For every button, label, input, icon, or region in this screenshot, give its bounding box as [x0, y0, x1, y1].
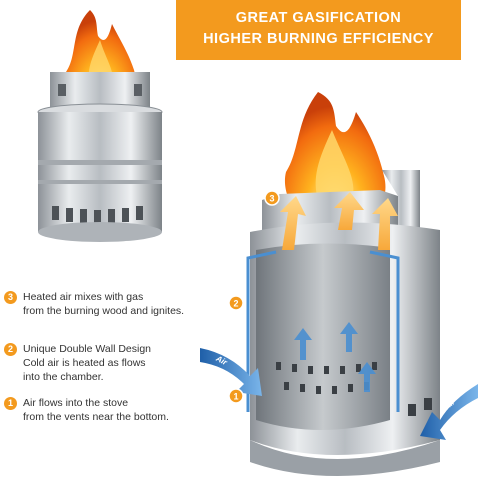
step-2-line-2: Cold air is heated as flows — [23, 357, 146, 369]
step-1-line-2: from the vents near the bottom. — [23, 411, 169, 423]
small-stove-image — [37, 10, 163, 242]
step-1-number: 1 — [4, 397, 17, 410]
step-2-text: Unique Double Wall Design Cold air is he… — [23, 342, 228, 384]
diagram-markers: 3 2 1 — [228, 190, 280, 404]
step-3-line-2: from the burning wood and ignites. — [23, 305, 185, 317]
step-2-number: 2 — [4, 343, 17, 356]
diagram-marker-2: 2 — [233, 299, 238, 309]
step-1-line-1: Air flows into the stove — [23, 397, 129, 409]
cutaway-stove-diagram — [200, 92, 478, 476]
step-1-text: Air flows into the stove from the vents … — [23, 396, 228, 424]
step-3-text: Heated air mixes with gas from the burni… — [23, 290, 228, 318]
step-2-line-1: Unique Double Wall Design — [23, 343, 152, 355]
diagram-marker-1: 1 — [233, 392, 238, 402]
step-3-line-1: Heated air mixes with gas — [23, 291, 144, 303]
diagram-marker-3: 3 — [269, 194, 274, 204]
step-3-number: 3 — [4, 291, 17, 304]
headline-line-2: HIGHER BURNING EFFICIENCY — [203, 31, 434, 47]
step-2-line-3: into the chamber. — [23, 371, 104, 383]
headline-banner: GREAT GASIFICATION HIGHER BURNING EFFICI… — [176, 0, 461, 60]
headline-line-1: GREAT GASIFICATION — [235, 10, 402, 26]
